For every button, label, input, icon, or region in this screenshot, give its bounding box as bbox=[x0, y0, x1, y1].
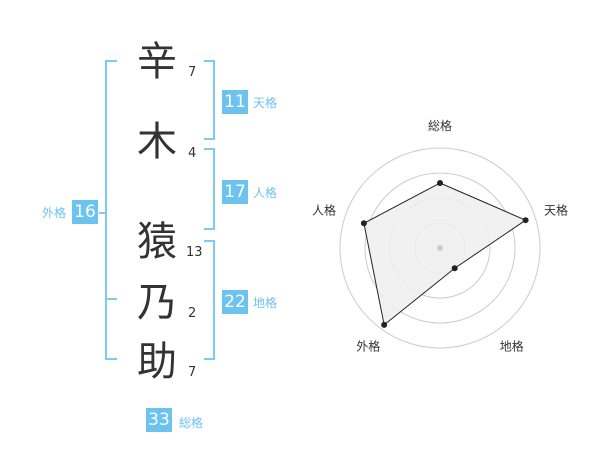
soukaku-label: 総格 bbox=[179, 416, 204, 430]
tenkaku-value-badge: 11 bbox=[222, 90, 248, 114]
name-char-1: 辛 bbox=[137, 39, 177, 85]
radar-series-polygon bbox=[363, 182, 527, 326]
radar-point-2 bbox=[522, 217, 529, 224]
radar-axis-label-4: 外格 bbox=[356, 339, 380, 354]
stroke-count-2: 4 bbox=[188, 146, 197, 161]
radar-center-dot bbox=[437, 245, 443, 251]
jinkaku-bracket bbox=[204, 148, 215, 230]
name-char-4: 乃 bbox=[137, 280, 177, 326]
jinkaku-value-badge: 17 bbox=[222, 180, 248, 204]
gaikaku-connector bbox=[99, 212, 105, 214]
radar-point-4 bbox=[381, 321, 388, 328]
chikaku-label: 地格 bbox=[253, 296, 278, 310]
radar-axis-label-2: 天格 bbox=[544, 202, 568, 217]
stroke-count-5: 7 bbox=[188, 365, 197, 380]
stroke-count-1: 7 bbox=[188, 65, 197, 80]
chikaku-value-badge: 22 bbox=[222, 290, 248, 314]
name-char-2: 木 bbox=[137, 119, 177, 165]
gaikaku-value-badge: 16 bbox=[72, 200, 98, 224]
name-char-5: 助 bbox=[137, 339, 177, 385]
radar-ring bbox=[339, 147, 541, 349]
gaikaku-bracket bbox=[105, 60, 117, 360]
radar-axis-label-3: 地格 bbox=[500, 339, 524, 354]
gaikaku-label: 外格 bbox=[42, 206, 67, 220]
tenkaku-label: 天格 bbox=[253, 96, 278, 110]
soukaku-value-badge: 33 bbox=[146, 408, 172, 432]
radar-axis-label-1: 総格 bbox=[428, 118, 452, 133]
radar-ring bbox=[364, 172, 516, 324]
stroke-count-4: 2 bbox=[188, 306, 197, 321]
chikaku-bracket bbox=[204, 240, 215, 360]
jinkaku-label: 人格 bbox=[253, 186, 278, 200]
gaikaku-divider-tick bbox=[105, 298, 117, 300]
radar-point-3 bbox=[451, 265, 458, 272]
stroke-count-3: 13 bbox=[186, 245, 203, 260]
radar-axis-label-5: 人格 bbox=[312, 202, 336, 217]
radar-point-1 bbox=[437, 180, 443, 186]
tenkaku-bracket bbox=[204, 60, 215, 140]
radar-point-5 bbox=[360, 220, 367, 227]
name-char-3: 猿 bbox=[137, 219, 177, 265]
